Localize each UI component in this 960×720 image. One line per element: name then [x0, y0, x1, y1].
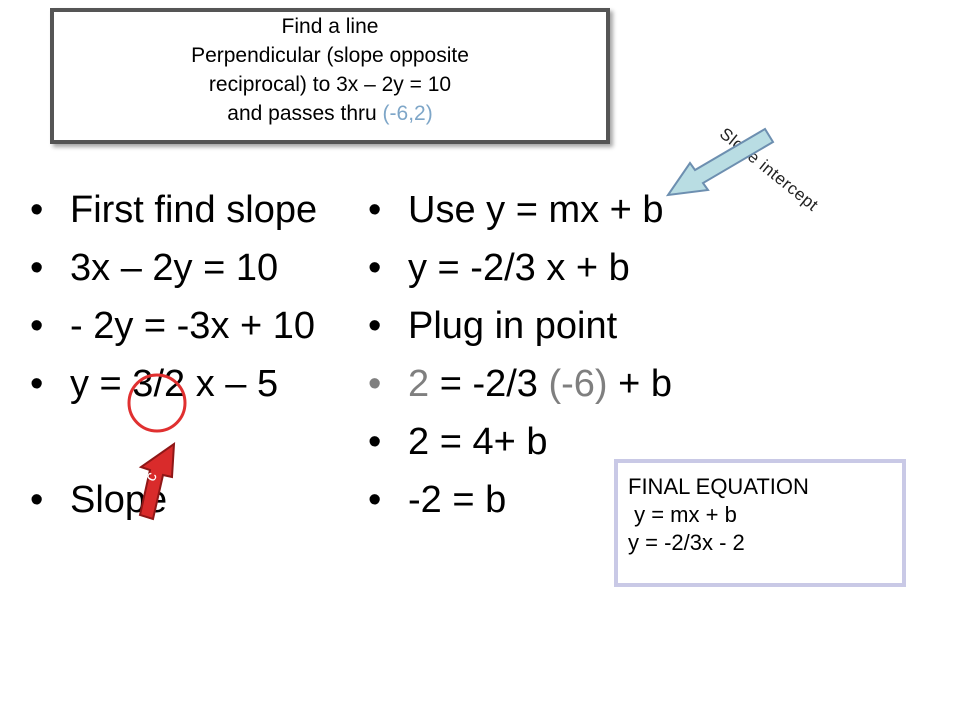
left-item-4: y = 3/2 x – 5 — [30, 360, 360, 418]
right-item-4: 2 = -2/3 (-6) + b — [368, 360, 728, 418]
right-item-4-a: 2 — [408, 363, 430, 405]
left-item-3: - 2y = -3x + 10 — [30, 302, 360, 360]
highlight-circle — [127, 373, 187, 433]
final-line-2: y = mx + b — [628, 502, 737, 527]
right-item-4-d: + b — [607, 363, 673, 405]
left-item-1: First find slope — [30, 186, 360, 244]
right-item-4-b: = -2/3 — [429, 363, 549, 405]
right-item-6: -2 = b — [368, 476, 728, 534]
title-line-2: Perpendicular (slope opposite — [191, 44, 469, 67]
left-column: First find slope 3x – 2y = 10 - 2y = -3x… — [30, 186, 360, 534]
right-item-2: y = -2/3 x + b — [368, 244, 728, 302]
title-line-4-prefix: and passes thru — [227, 102, 383, 125]
left-item-2: 3x – 2y = 10 — [30, 244, 360, 302]
arrow-down-left-icon — [665, 127, 775, 197]
right-item-3: Plug in point — [368, 302, 728, 360]
title-line-3: reciprocal) to 3x – 2y = 10 — [208, 73, 452, 96]
final-line-1: FINAL EQUATION — [628, 474, 809, 499]
right-item-1: Use y = mx + b — [368, 186, 728, 244]
title-box: Find a line Perpendicular (slope opposit… — [50, 8, 610, 144]
final-line-3: y = -2/3x - 2 — [628, 530, 745, 555]
arrow-up-right-icon — [138, 441, 176, 521]
right-column: Use y = mx + b y = -2/3 x + b Plug in po… — [368, 186, 728, 534]
right-item-5: 2 = 4+ b — [368, 418, 728, 476]
title-point: (-6,2) — [382, 102, 433, 125]
title-line-1: Find a line — [281, 15, 379, 38]
final-equation-box: FINAL EQUATION y = mx + b y = -2/3x - 2 — [614, 459, 906, 587]
right-item-4-c: (-6) — [548, 363, 608, 405]
title-line-4: and passes thru (-6,2) — [54, 99, 606, 128]
